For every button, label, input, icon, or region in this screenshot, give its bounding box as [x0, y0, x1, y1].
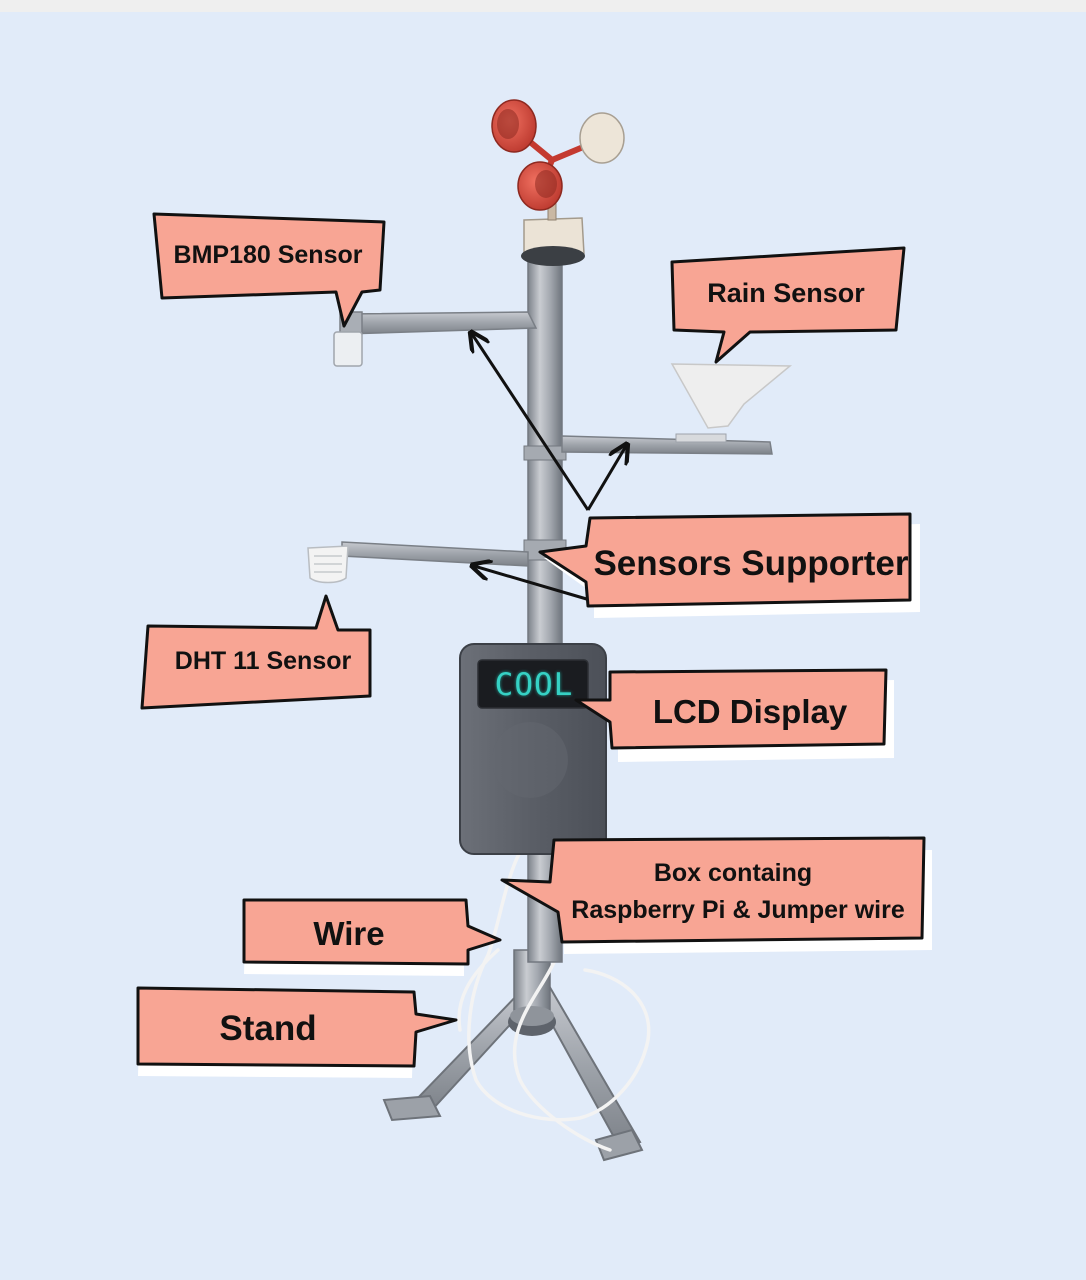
lcd-screen-text: COOL	[494, 667, 574, 703]
box-label-line2: Raspberry Pi & Jumper wire	[571, 895, 905, 924]
bmp180-sensor-label: BMP180 Sensor	[173, 240, 363, 269]
rain-sensor-label: Rain Sensor	[707, 277, 865, 308]
dht11-sensor-icon	[307, 541, 529, 584]
bmp180-sensor-icon	[333, 311, 538, 367]
lcd-display-label: LCD Display	[652, 693, 848, 730]
rain-gauge-icon	[561, 363, 793, 455]
control-box-icon	[459, 643, 607, 855]
wire-label: Wire	[313, 915, 385, 952]
callout-bubbles	[136, 212, 932, 1078]
sensors-supporter-label: Sensors Supporter	[593, 544, 909, 583]
top-bar	[0, 0, 1086, 12]
box-label-line1: Box containg	[653, 858, 813, 887]
dht11-sensor-label: DHT 11 Sensor	[174, 646, 352, 675]
pointer-arrows	[472, 334, 626, 602]
stand-label: Stand	[219, 1009, 317, 1048]
anemometer-icon	[491, 99, 625, 266]
